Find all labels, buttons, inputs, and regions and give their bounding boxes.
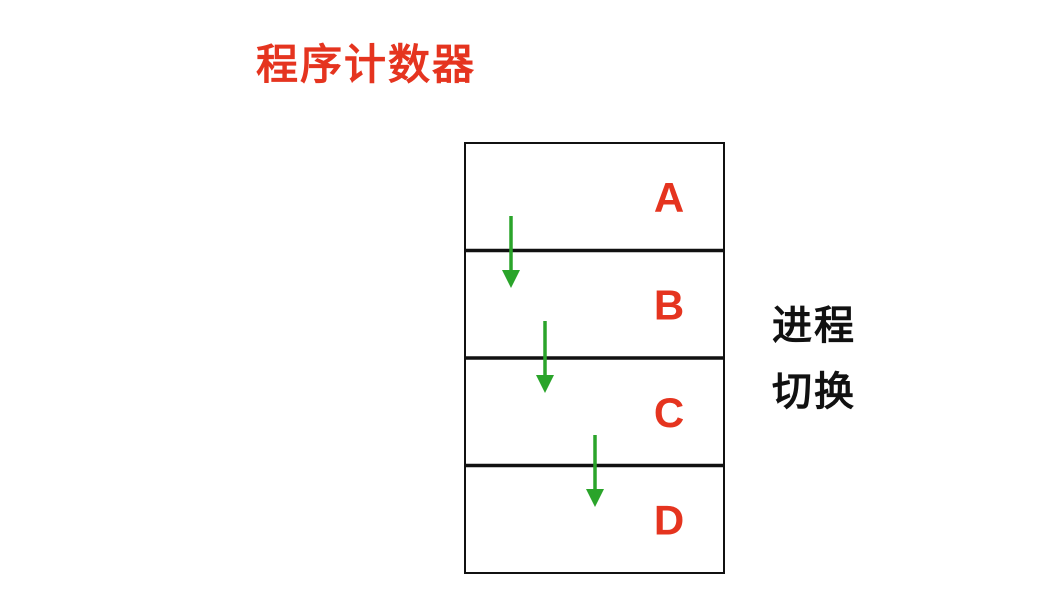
process-label-a: A: [654, 174, 684, 221]
switch-arrow: [586, 435, 604, 507]
switch-arrow: [536, 321, 554, 393]
switch-label-line1: 进程: [772, 303, 856, 349]
switch-arrow: [502, 216, 520, 288]
process-label-b: B: [654, 281, 684, 328]
process-label-c: C: [654, 389, 684, 436]
process-label-d: D: [654, 496, 684, 543]
switch-label-line2: 切换: [772, 369, 856, 415]
program-counter-title: 程序计数器: [256, 40, 477, 89]
